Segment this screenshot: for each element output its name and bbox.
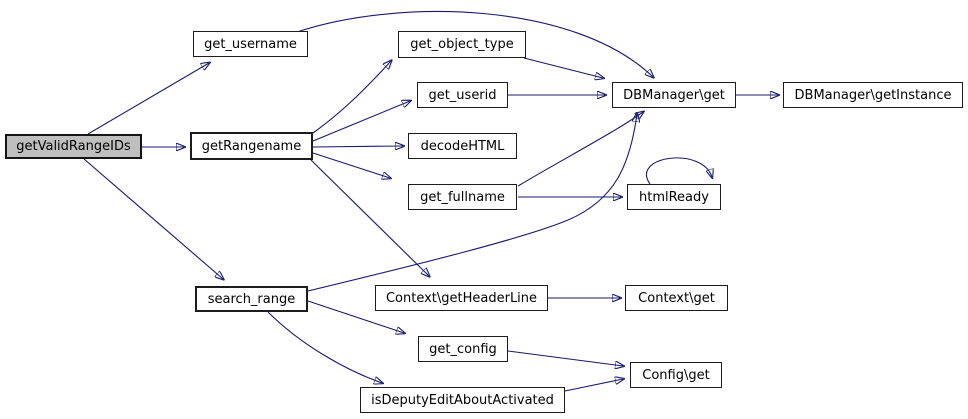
edge-search_range-get_config [307,300,404,333]
node-htmlready[interactable]: htmlReady [627,184,721,210]
node-config-get[interactable]: Config\get [630,362,722,388]
edge-htmlReady-htmlReady-self-loop [646,157,712,185]
edge-getRangename-Context_getHeaderLine [310,159,429,276]
node-get-config[interactable]: get_config [418,336,508,362]
node-search-range[interactable]: search_range [195,286,308,312]
edge-get_config-Config_get [507,350,623,366]
edge-getRangename-get_object_type [312,61,391,134]
edge-getValidRangeIDs-get_username [87,63,209,135]
edge-getRangename-decodeHTML [312,146,403,147]
edge-getRangename-get_userid [312,101,410,142]
edge-search_range-DBManager_get [307,114,637,292]
edge-get_username-DBManager_get [296,11,653,77]
node-get-object-type[interactable]: get_object_type [398,31,526,58]
node-get-userid[interactable]: get_userid [417,82,508,108]
node-isdeputyeditaboutactivated[interactable]: isDeputyEditAboutActivated [360,387,565,413]
node-getvalidrangeids: getValidRangeIDs [5,134,142,159]
edge-getRangename-get_fullname [312,152,390,178]
edge-search_range-isDeputyEditAboutActivated [267,311,382,383]
edge-get_object_type-DBManager_get [523,57,603,78]
edge-getValidRangeIDs-search_range [83,158,223,279]
edge-isDeputyEditAboutActivated-Config_get [564,379,623,392]
node-decodehtml[interactable]: decodeHTML [408,133,517,159]
edge-get_fullname-DBManager_get [517,112,643,187]
node-dbmanager-getinstance[interactable]: DBManager\getInstance [783,82,963,108]
node-dbmanager-get[interactable]: DBManager\get [612,82,736,108]
node-context-get[interactable]: Context\get [625,285,728,311]
node-context-getheaderline[interactable]: Context\getHeaderLine [375,285,548,311]
node-get-fullname[interactable]: get_fullname [408,184,517,210]
node-getrangename[interactable]: getRangename [190,132,313,160]
node-get-username[interactable]: get_username [193,31,308,57]
